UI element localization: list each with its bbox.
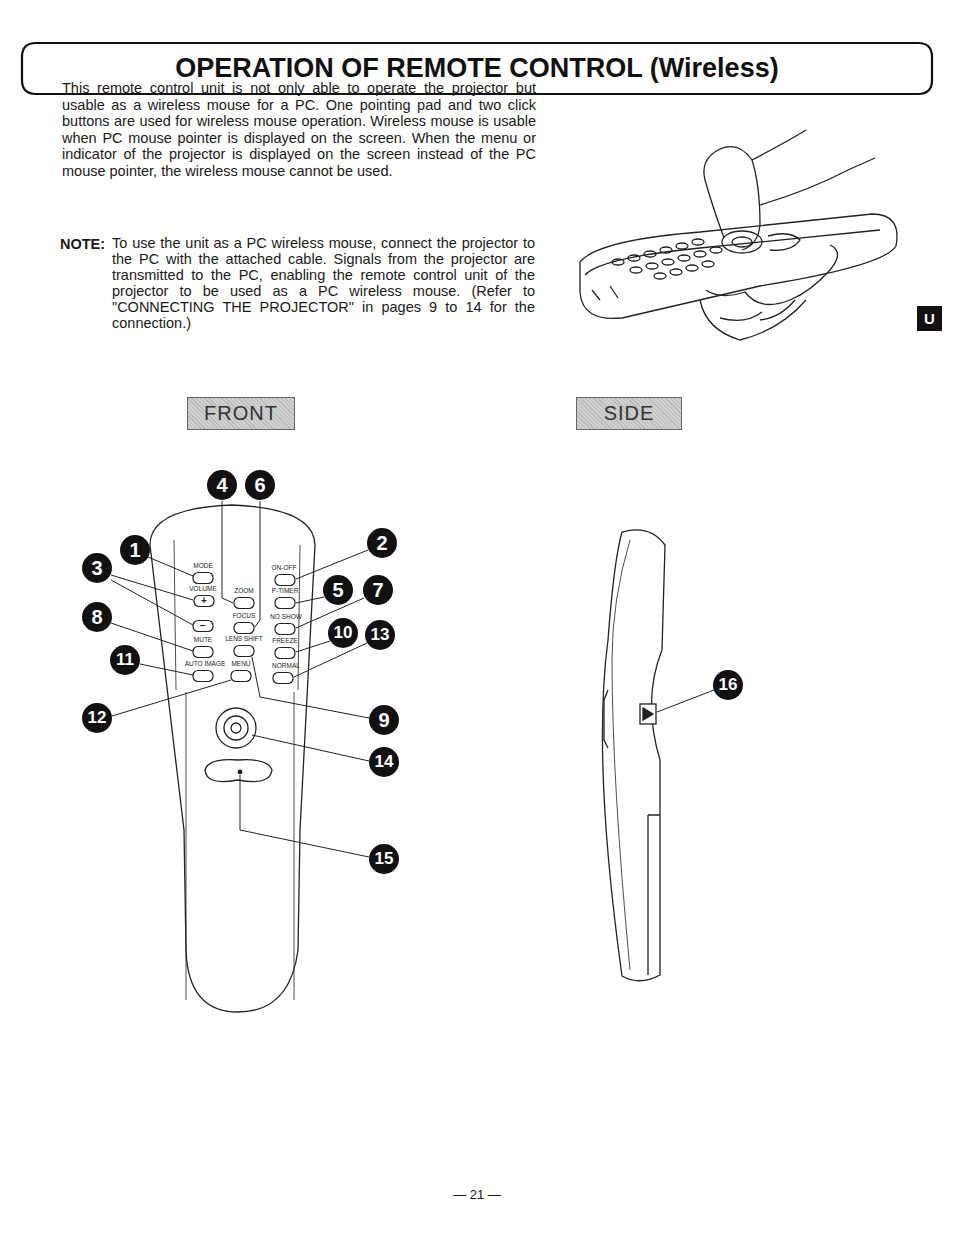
callout-number: 13 xyxy=(365,620,395,650)
remote-side-view xyxy=(602,530,665,981)
section-tab: U xyxy=(917,306,942,331)
remote-front-view xyxy=(150,505,315,1012)
callout-number: 4 xyxy=(207,470,237,500)
callout-number: 7 xyxy=(363,575,393,605)
button-label: ON-OFF xyxy=(272,565,297,572)
callout-number: 3 xyxy=(82,553,112,583)
button-label: ZOOM xyxy=(234,588,254,595)
button-label: VOLUME xyxy=(189,586,216,593)
button-label: MUTE xyxy=(194,637,212,644)
button-symbol: + xyxy=(201,596,207,606)
callout-number: 5 xyxy=(323,575,353,605)
button-label: AUTO IMAGE xyxy=(185,661,226,668)
callout-number: 14 xyxy=(369,747,399,777)
node-text: U xyxy=(924,310,935,327)
view-tab: FRONT xyxy=(187,397,295,430)
button-label: FREEZE xyxy=(272,638,298,645)
button-label: MENU xyxy=(231,661,250,668)
intro-paragraph: This remote control unit is not only abl… xyxy=(62,80,536,180)
button-label: NO SHOW xyxy=(270,614,302,621)
button-label: FOCUS xyxy=(233,613,256,620)
button-label: MODE xyxy=(193,563,213,570)
note-text: To use the unit as a PC wireless mouse, … xyxy=(112,236,535,331)
callout-number: 1 xyxy=(120,535,150,565)
callout-number: 16 xyxy=(713,670,743,700)
hand-remote-illustration xyxy=(580,130,897,340)
page-number: — 21 — xyxy=(377,1187,577,1202)
callout-number: 15 xyxy=(369,844,399,874)
view-tab: SIDE xyxy=(576,397,682,430)
callout-number: 2 xyxy=(367,528,397,558)
node-text: FRONT xyxy=(204,402,278,425)
callout-number: 8 xyxy=(82,602,112,632)
button-symbol: − xyxy=(200,621,206,631)
button-label: LENS SHIFT xyxy=(225,636,263,643)
button-label: NORMAL xyxy=(272,663,300,670)
callout-number: 12 xyxy=(82,703,112,733)
button-label: P-TIMER xyxy=(272,588,299,595)
note-heading: NOTE: xyxy=(60,236,105,252)
callout-number: 9 xyxy=(369,705,399,735)
node-text: SIDE xyxy=(604,402,655,425)
callout-number: 10 xyxy=(328,618,358,648)
callout-number: 6 xyxy=(245,470,275,500)
callout-number: 11 xyxy=(110,645,140,675)
